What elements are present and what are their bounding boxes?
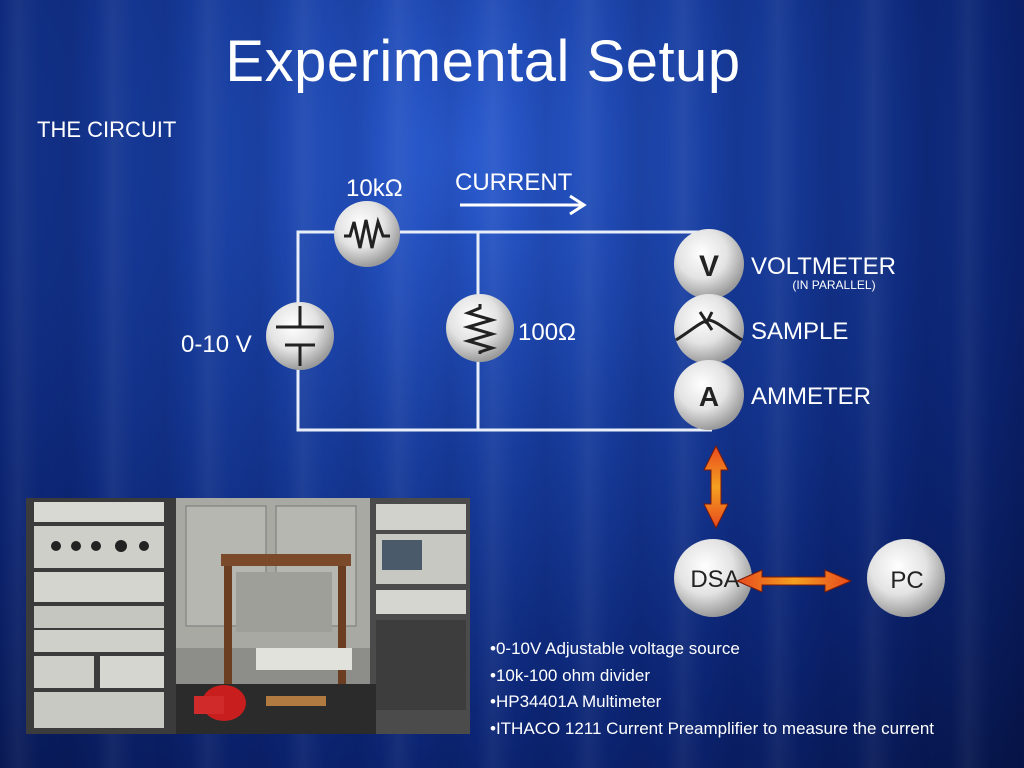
- dsa-pc-arrow: [735, 569, 853, 593]
- slide-subtitle: THE CIRCUIT: [37, 117, 177, 142]
- ammeter: A: [674, 360, 744, 430]
- voltmeter-note: (IN PARALLEL): [792, 278, 875, 292]
- sample-icon: [675, 311, 743, 342]
- bullet-item: •HP34401A Multimeter: [490, 692, 662, 711]
- bullet-item: •10k-100 ohm divider: [490, 665, 650, 685]
- bullet-list: •0-10V Adjustable voltage source •10k-10…: [490, 636, 934, 742]
- voltmeter-label: VOLTMETER: [751, 253, 896, 280]
- resistor-mid-label: 100Ω: [518, 319, 576, 346]
- slide-title: Experimental Setup: [225, 29, 741, 94]
- current-arrow: [460, 194, 587, 216]
- pc-node: PC: [867, 539, 945, 617]
- dsa-label: DSA: [690, 566, 739, 593]
- ammeter-label: AMMETER: [751, 383, 871, 410]
- battery-icon: [276, 306, 324, 366]
- dsa-node: DSA: [674, 539, 752, 617]
- sample-label: SAMPLE: [751, 318, 848, 345]
- lab-equipment-photo: [26, 498, 470, 734]
- resistor-100: [446, 294, 514, 362]
- pc-label: PC: [890, 567, 923, 594]
- bullet-item: •ITHACO 1211 Current Preamplifier to mea…: [490, 718, 935, 738]
- voltmeter: V: [674, 229, 744, 299]
- sample: [674, 294, 744, 364]
- current-label: CURRENT: [455, 169, 573, 196]
- resistor-top-label: 10kΩ: [346, 175, 403, 202]
- resistor-10k: [334, 201, 400, 267]
- bullet-item: •0-10V Adjustable voltage source: [490, 639, 740, 658]
- voltage-source: [266, 302, 334, 370]
- ammeter-symbol: A: [699, 381, 719, 412]
- resistor-100-icon: [462, 304, 498, 354]
- source-label: 0-10 V: [181, 331, 252, 358]
- ammeter-dsa-arrow: [703, 444, 729, 530]
- voltmeter-symbol: V: [699, 250, 719, 283]
- resistor-10k-icon: [344, 216, 390, 249]
- lab-photo-image: [26, 498, 470, 734]
